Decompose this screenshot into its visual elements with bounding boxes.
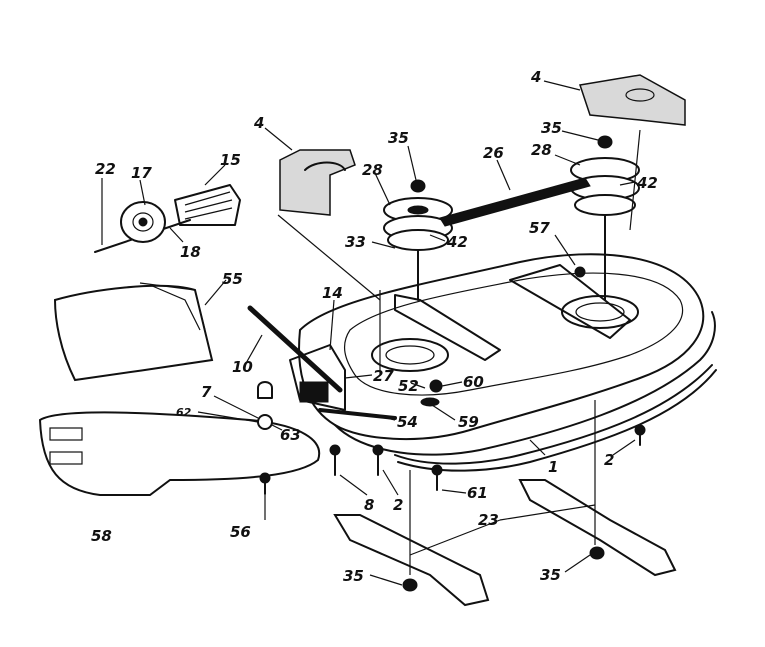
front-baffle <box>38 411 321 496</box>
label-60: 60 <box>463 373 484 391</box>
label-35-blade-right: 35 <box>540 566 561 584</box>
leader-lines <box>101 80 636 586</box>
label-4-right: 4 <box>530 68 541 86</box>
label-4-center: 4 <box>253 114 264 132</box>
label-55: 55 <box>222 270 243 288</box>
label-35-left: 35 <box>388 129 409 147</box>
label-63: 63 <box>280 426 301 444</box>
label-59: 59 <box>458 413 479 431</box>
blade-right <box>518 479 677 577</box>
label-15: 15 <box>220 151 241 169</box>
belt <box>439 177 591 227</box>
label-58: 58 <box>91 527 112 545</box>
nut-35 <box>410 179 426 193</box>
label-35-right: 35 <box>541 119 562 137</box>
label-1: 1 <box>548 458 558 476</box>
label-57: 57 <box>529 219 550 237</box>
label-27: 27 <box>373 367 394 385</box>
belt-guard-center <box>279 149 356 216</box>
label-7: 7 <box>201 383 212 401</box>
idler-bracket <box>509 264 631 339</box>
nut-62 <box>257 414 273 430</box>
center-bracket <box>394 294 501 361</box>
label-56: 56 <box>230 523 251 541</box>
part-labels: 22 17 15 18 4 4 35 35 28 28 26 42 42 33 … <box>91 68 658 585</box>
label-42-right: 42 <box>636 174 658 192</box>
label-33: 33 <box>345 233 366 251</box>
lift-rod <box>247 305 343 393</box>
label-17: 17 <box>131 164 152 182</box>
mower-deck <box>298 253 717 472</box>
label-28-right: 28 <box>531 141 552 159</box>
bolts <box>259 424 646 495</box>
label-42-left: 42 <box>446 233 468 251</box>
label-61: 61 <box>467 484 488 502</box>
hanger-bracket <box>289 344 346 411</box>
label-62: 62 <box>176 406 192 419</box>
blade-left <box>333 514 490 607</box>
label-22: 22 <box>95 160 116 178</box>
label-35-blade-left: 35 <box>343 567 364 585</box>
left-pulley <box>383 197 453 301</box>
label-52: 52 <box>398 377 419 395</box>
left-spindle-opening <box>371 338 449 372</box>
label-23: 23 <box>478 511 499 529</box>
label-2-right: 2 <box>604 451 614 469</box>
label-28-left: 28 <box>362 161 383 179</box>
label-2-center: 2 <box>393 496 403 514</box>
label-26: 26 <box>483 144 504 162</box>
label-18: 18 <box>180 243 201 261</box>
label-54: 54 <box>397 413 418 431</box>
discharge-chute <box>53 282 214 382</box>
label-14: 14 <box>322 284 343 302</box>
label-10: 10 <box>232 358 253 376</box>
gauge-wheel <box>94 184 241 253</box>
label-8: 8 <box>364 496 374 514</box>
